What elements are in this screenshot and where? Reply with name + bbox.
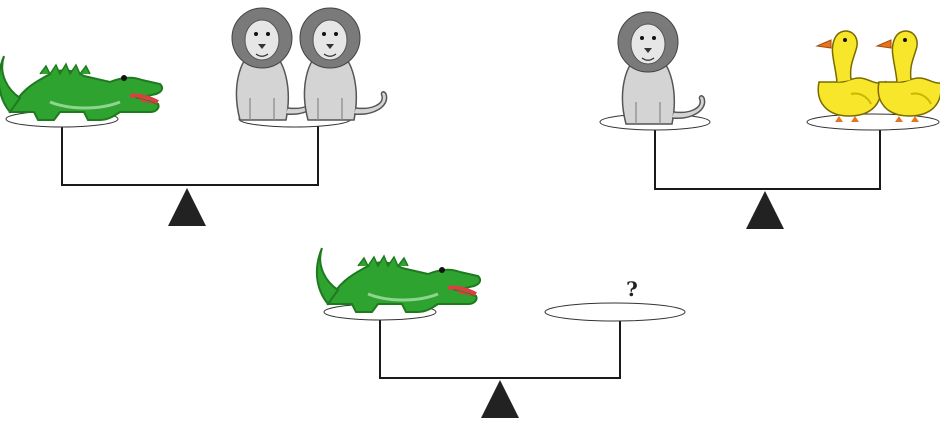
lion-icon [617,11,706,125]
scale-3-fulcrum [481,380,519,418]
scale-2-fulcrum [746,191,784,229]
unknown-weight-label: ? [626,277,638,301]
scale-3-right-pan [544,302,686,322]
scale-1 [0,7,388,226]
scale-3: ? [314,246,686,418]
scale-2 [599,11,940,229]
duck-icon [876,30,940,123]
scale-3-beam [379,315,621,379]
scale-1-beam [61,122,319,186]
scale-2-right-pan [806,113,940,131]
lion-icon [299,7,388,121]
crocodile-icon [0,54,165,122]
crocodile-icon [314,246,483,314]
scale-1-fulcrum [168,188,206,226]
scale-2-beam [654,124,881,190]
duck-icon [816,30,886,123]
